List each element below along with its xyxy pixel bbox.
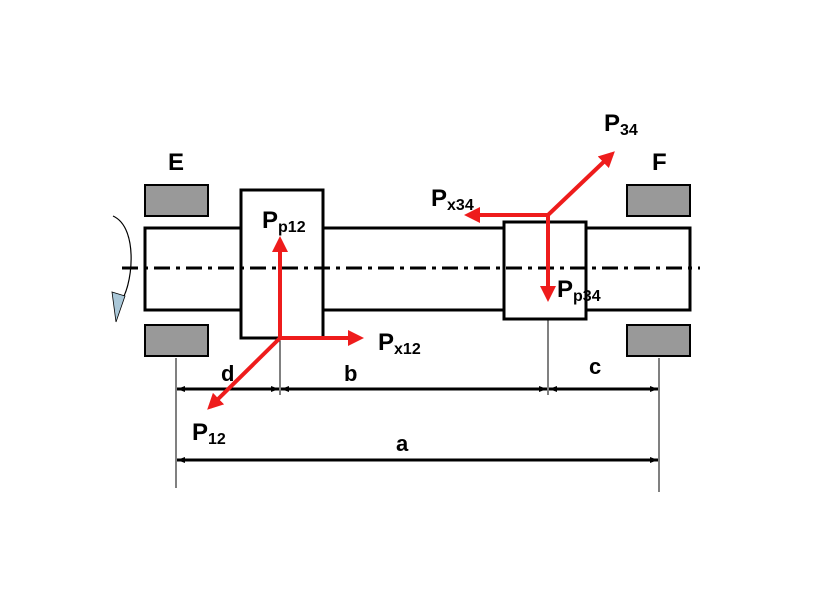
bearing-e-bottom <box>144 324 209 357</box>
bearing-f-top <box>626 184 691 217</box>
bearing-f-bottom <box>626 324 691 357</box>
force-arrow-p34 <box>546 151 615 217</box>
dim-label-b: b <box>344 361 357 386</box>
dim-label-a: a <box>396 431 409 456</box>
force-label-p12: P12 <box>192 419 226 448</box>
force-label-px34: Px34 <box>431 185 474 214</box>
force-arrow-p12 <box>207 336 282 410</box>
support-label-e: E <box>168 149 184 176</box>
gear-right <box>502 220 588 321</box>
rotation-arrow-icon <box>112 215 132 303</box>
dim-label-d: d <box>221 361 234 386</box>
bearing-e-top <box>144 184 209 217</box>
force-label-px12: Px12 <box>378 329 421 358</box>
force-label-pp34: Pp34 <box>557 276 601 305</box>
force-label-p34: P34 <box>604 110 638 139</box>
support-label-f: F <box>652 149 667 176</box>
dim-label-c: c <box>589 354 601 379</box>
force-label-pp12: Pp12 <box>262 207 306 236</box>
rotation-arrowhead-icon <box>111 291 126 323</box>
